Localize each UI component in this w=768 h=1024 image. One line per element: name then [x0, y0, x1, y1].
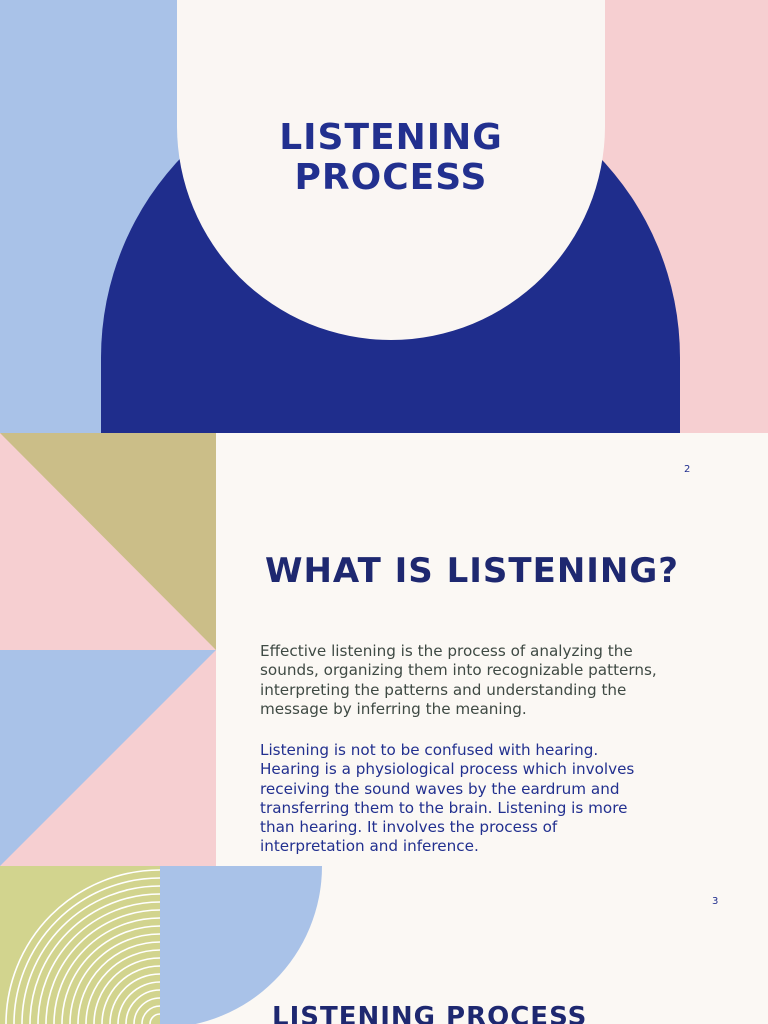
concentric-arcs-art	[0, 866, 322, 1024]
arc-line	[133, 997, 161, 1024]
khaki-triangle	[0, 433, 216, 650]
slide-2-title: WHAT IS LISTENING?	[264, 551, 680, 591]
arc-line	[29, 893, 161, 1024]
arc-line	[93, 957, 161, 1024]
arc-line	[5, 869, 161, 1024]
slide-3-title: LISTENING PROCESS	[272, 1002, 588, 1024]
arc-line	[101, 965, 161, 1024]
arc-line	[149, 1013, 161, 1024]
geometric-triangles-art	[0, 433, 216, 866]
arc-line	[117, 981, 161, 1024]
arc-line	[53, 917, 161, 1024]
slide-2: 2 WHAT IS LISTENING? Effective listening…	[0, 433, 768, 866]
slide-1: LISTENING PROCESS	[0, 0, 768, 433]
arc-line	[109, 973, 161, 1024]
arc-line	[61, 925, 161, 1024]
blue-triangle	[0, 650, 216, 866]
arc-line	[125, 989, 161, 1024]
arc-line	[13, 877, 161, 1024]
page-number: 2	[684, 464, 691, 475]
arc-line	[85, 949, 161, 1024]
white-concentric-arcs	[5, 869, 161, 1024]
arc-line	[141, 1005, 161, 1024]
arc-line	[21, 885, 161, 1024]
blue-quarter-circle	[160, 866, 322, 1024]
slide-3: 3 LISTENING PROCESS	[0, 866, 768, 1024]
cream-rounded-shape	[177, 0, 605, 340]
body-paragraph-2: Listening is not to be confused with hea…	[260, 741, 635, 856]
arc-line	[45, 909, 161, 1024]
body-paragraph-1: Effective listening is the process of an…	[260, 642, 657, 718]
arc-line	[37, 901, 161, 1024]
slide-1-title: LISTENING PROCESS	[279, 117, 503, 198]
page-number: 3	[712, 896, 719, 907]
arc-line	[77, 941, 161, 1024]
arc-line	[69, 933, 161, 1024]
